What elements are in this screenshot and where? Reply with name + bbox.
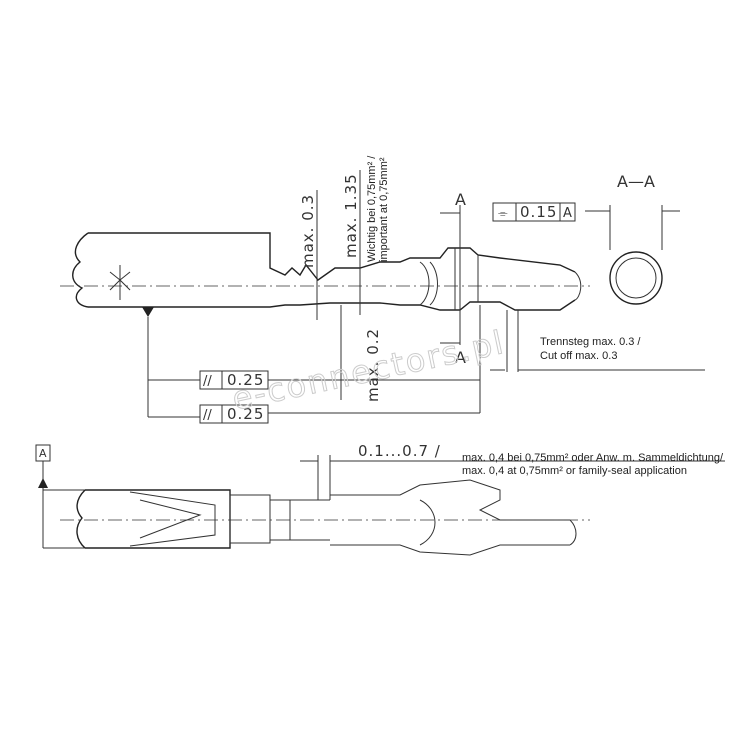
- side-note-de: max. 0,4 bei 0,75mm² oder Anw. m. Sammel…: [462, 452, 724, 464]
- section-mark-a-top: A: [455, 190, 466, 209]
- section-view: [585, 205, 680, 305]
- tolerance-frame-2: // 0.25: [199, 404, 269, 424]
- side-note-en: max. 0,4 at 0,75mm² or family-seal appli…: [462, 465, 687, 477]
- dim-max-0.3: max. 0.3: [299, 194, 317, 268]
- dim-max-0.2: max. 0.2: [364, 328, 382, 402]
- tolerance-frame-section: ⌯ 0.15 A: [492, 202, 576, 222]
- dim-range: 0.1...0.7 /: [358, 442, 441, 460]
- svg-text:0.15: 0.15: [520, 203, 557, 221]
- datum-a-box: A: [35, 444, 85, 549]
- cut-off-en: Cut off max. 0.3: [540, 350, 617, 362]
- svg-text:A: A: [39, 447, 47, 460]
- dim-max-1.35: max. 1.35: [342, 173, 360, 258]
- dimension-lines-top: [147, 170, 705, 418]
- svg-text:A: A: [563, 206, 572, 221]
- cut-off-de: Trennsteg max. 0.3 /: [540, 336, 641, 348]
- terminal-side-view: [60, 455, 725, 556]
- svg-text:0.25: 0.25: [227, 371, 264, 389]
- svg-text:⌯: ⌯: [498, 206, 508, 220]
- svg-text://: //: [203, 408, 212, 423]
- section-mark-a-bottom: A: [455, 348, 466, 367]
- note-de: Wichtig bei 0,75mm² /: [366, 155, 378, 262]
- datum-triangle: [142, 307, 154, 317]
- section-title: A—A: [617, 172, 655, 191]
- terminal-top-view: [60, 232, 590, 317]
- tolerance-frame-1: // 0.25: [199, 370, 269, 390]
- svg-text://: //: [203, 374, 212, 389]
- note-en: important at 0,75mm²: [378, 157, 390, 262]
- svg-text:0.25: 0.25: [227, 405, 264, 423]
